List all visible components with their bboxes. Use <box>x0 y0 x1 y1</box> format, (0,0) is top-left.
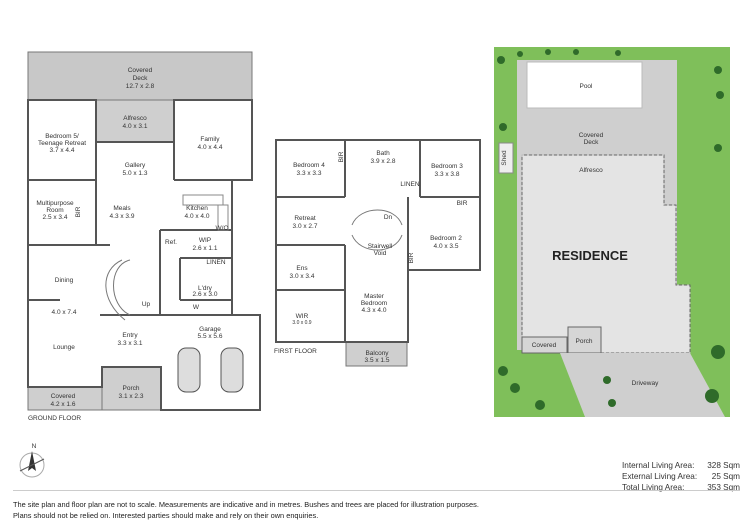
area-row-external: External Living Area: 25 Sqm <box>622 471 740 482</box>
room-master-line2: Bedroom <box>361 300 387 307</box>
room-entry-dims: 3.3 x 3.1 <box>118 340 143 347</box>
area-row-internal: Internal Living Area: 328 Sqm <box>622 460 740 471</box>
area-label-internal: Internal Living Area: <box>622 461 695 470</box>
room-multipurpose-line2: Room <box>46 207 63 214</box>
site-residence: RESIDENCE <box>552 248 628 263</box>
room-bath: Bath <box>376 150 390 157</box>
living-area-table: Internal Living Area: 328 Sqm External L… <box>622 460 740 493</box>
room-covered: Covered <box>51 393 76 400</box>
site-plan: Pool Covered Deck Alfresco Shed RESIDENC… <box>494 47 730 417</box>
room-porch: Porch <box>123 385 140 392</box>
first-floor-labels: Bedroom 4 3.3 x 3.3 BIR Bath 3.9 x 2.8 B… <box>274 150 468 364</box>
room-entry: Entry <box>122 332 138 339</box>
room-covered-deck-line2: Deck <box>133 75 149 82</box>
site-driveway: Driveway <box>632 380 659 387</box>
label-dn: Dn <box>384 214 393 221</box>
room-kitchen-dims: 4.0 x 4.0 <box>185 213 210 220</box>
room-ldry: L'dry <box>198 285 213 292</box>
room-covered-deck: Covered <box>128 67 153 74</box>
label-ref: Ref. <box>165 239 177 246</box>
room-stairwell: Stairwell <box>368 243 393 250</box>
room-bedroom3-dims: 3.3 x 3.8 <box>435 171 460 178</box>
label-linen-first: LINEN <box>400 181 419 188</box>
area-label-total: Total Living Area: <box>622 483 685 492</box>
room-alfresco-dims: 4.0 x 3.1 <box>123 123 148 130</box>
area-row-total: Total Living Area: 353 Sqm <box>622 482 740 493</box>
room-multipurpose-dims: 2.5 x 3.4 <box>43 214 68 221</box>
label-bir-2: BIR <box>457 200 468 207</box>
first-floor-plan <box>275 139 481 367</box>
site-covered-deck: Covered <box>579 132 604 139</box>
room-wir-dims: 3.0 x 0.9 <box>292 320 311 326</box>
room-gallery-dims: 5.0 x 1.3 <box>123 170 148 177</box>
room-porch-dims: 3.1 x 2.3 <box>119 393 144 400</box>
room-balcony: Balcony <box>365 350 389 357</box>
divider <box>13 490 740 491</box>
room-family-dims: 4.0 x 4.4 <box>198 144 223 151</box>
room-covered-deck-dims: 12.7 x 2.8 <box>126 83 155 90</box>
room-ens-dims: 3.0 x 3.4 <box>290 273 315 280</box>
ground-floor-plan <box>27 51 261 411</box>
room-covered-dims: 4.2 x 1.6 <box>51 401 76 408</box>
room-bedroom5-dims: 3.7 x 4.4 <box>50 147 75 154</box>
room-bedroom2: Bedroom 2 <box>430 235 462 242</box>
label-bir-3: BIR <box>408 252 415 263</box>
disclaimer-line2: Plans should not be relied on. Intereste… <box>13 511 319 520</box>
room-meals-dims: 4.3 x 3.9 <box>110 213 135 220</box>
site-covered-deck-line2: Deck <box>584 139 600 146</box>
room-bath-dims: 3.9 x 2.8 <box>371 158 396 165</box>
first-floor-title: FIRST FLOOR <box>274 348 317 355</box>
area-value-internal: 328 Sqm <box>707 461 740 470</box>
site-pool: Pool <box>579 83 593 90</box>
room-dining-dims: 4.0 x 7.4 <box>52 309 77 316</box>
label-bir-ground: BIR <box>75 206 82 217</box>
room-family: Family <box>200 136 220 143</box>
room-meals: Meals <box>113 205 131 212</box>
area-value-total: 353 Sqm <box>707 483 740 492</box>
ground-floor-labels: Covered Deck 12.7 x 2.8 Alfresco 4.0 x 3… <box>28 67 229 422</box>
room-gallery: Gallery <box>125 162 146 169</box>
room-bedroom5-line2: Teenage Retreat <box>38 140 86 147</box>
disclaimer: The site plan and floor plan are not to … <box>13 499 533 521</box>
room-balcony-dims: 3.5 x 1.5 <box>365 357 390 364</box>
room-garage: Garage <box>199 326 221 333</box>
room-wir: WIR <box>296 313 309 320</box>
label-bir-1: BIR <box>338 151 345 162</box>
room-bedroom3: Bedroom 3 <box>431 163 463 170</box>
area-label-external: External Living Area: <box>622 472 698 481</box>
room-wip: WIP <box>199 237 211 244</box>
site-covered: Covered <box>532 342 557 349</box>
room-ldry-dims: 2.6 x 3.0 <box>193 291 218 298</box>
room-bedroom2-dims: 4.0 x 3.5 <box>434 243 459 250</box>
room-kitchen: Kitchen <box>186 205 208 212</box>
room-bedroom4-dims: 3.3 x 3.3 <box>297 170 322 177</box>
room-retreat: Retreat <box>294 215 316 222</box>
north-arrow-icon: N <box>19 443 45 478</box>
room-lounge: Lounge <box>53 344 75 351</box>
room-master: Master <box>364 293 385 300</box>
room-retreat-dims: 3.0 x 2.7 <box>293 223 318 230</box>
site-shed: Shed <box>501 150 508 166</box>
room-stairwell-line2: Void <box>374 250 387 257</box>
room-alfresco: Alfresco <box>123 115 147 122</box>
room-master-dims: 4.3 x 4.0 <box>362 307 387 314</box>
disclaimer-line1: The site plan and floor plan are not to … <box>13 500 479 509</box>
room-garage-dims: 5.5 x 5.6 <box>198 333 223 340</box>
compass-label: N <box>32 443 37 450</box>
label-w: W <box>193 304 200 311</box>
room-wip-dims: 2.6 x 1.1 <box>193 245 218 252</box>
room-ens: Ens <box>296 265 308 272</box>
label-up: Up <box>142 301 151 308</box>
area-value-external: 25 Sqm <box>711 472 740 481</box>
room-bedroom5: Bedroom 5/ <box>45 133 79 140</box>
site-alfresco: Alfresco <box>579 167 603 174</box>
ground-floor-title: GROUND FLOOR <box>28 415 81 422</box>
room-dining: Dining <box>55 277 74 284</box>
site-porch: Porch <box>576 338 593 345</box>
label-linen-ground: LINEN <box>206 259 225 266</box>
label-wo: W/O <box>216 225 229 232</box>
room-multipurpose: Multipurpose <box>36 200 74 207</box>
room-bedroom4: Bedroom 4 <box>293 162 325 169</box>
